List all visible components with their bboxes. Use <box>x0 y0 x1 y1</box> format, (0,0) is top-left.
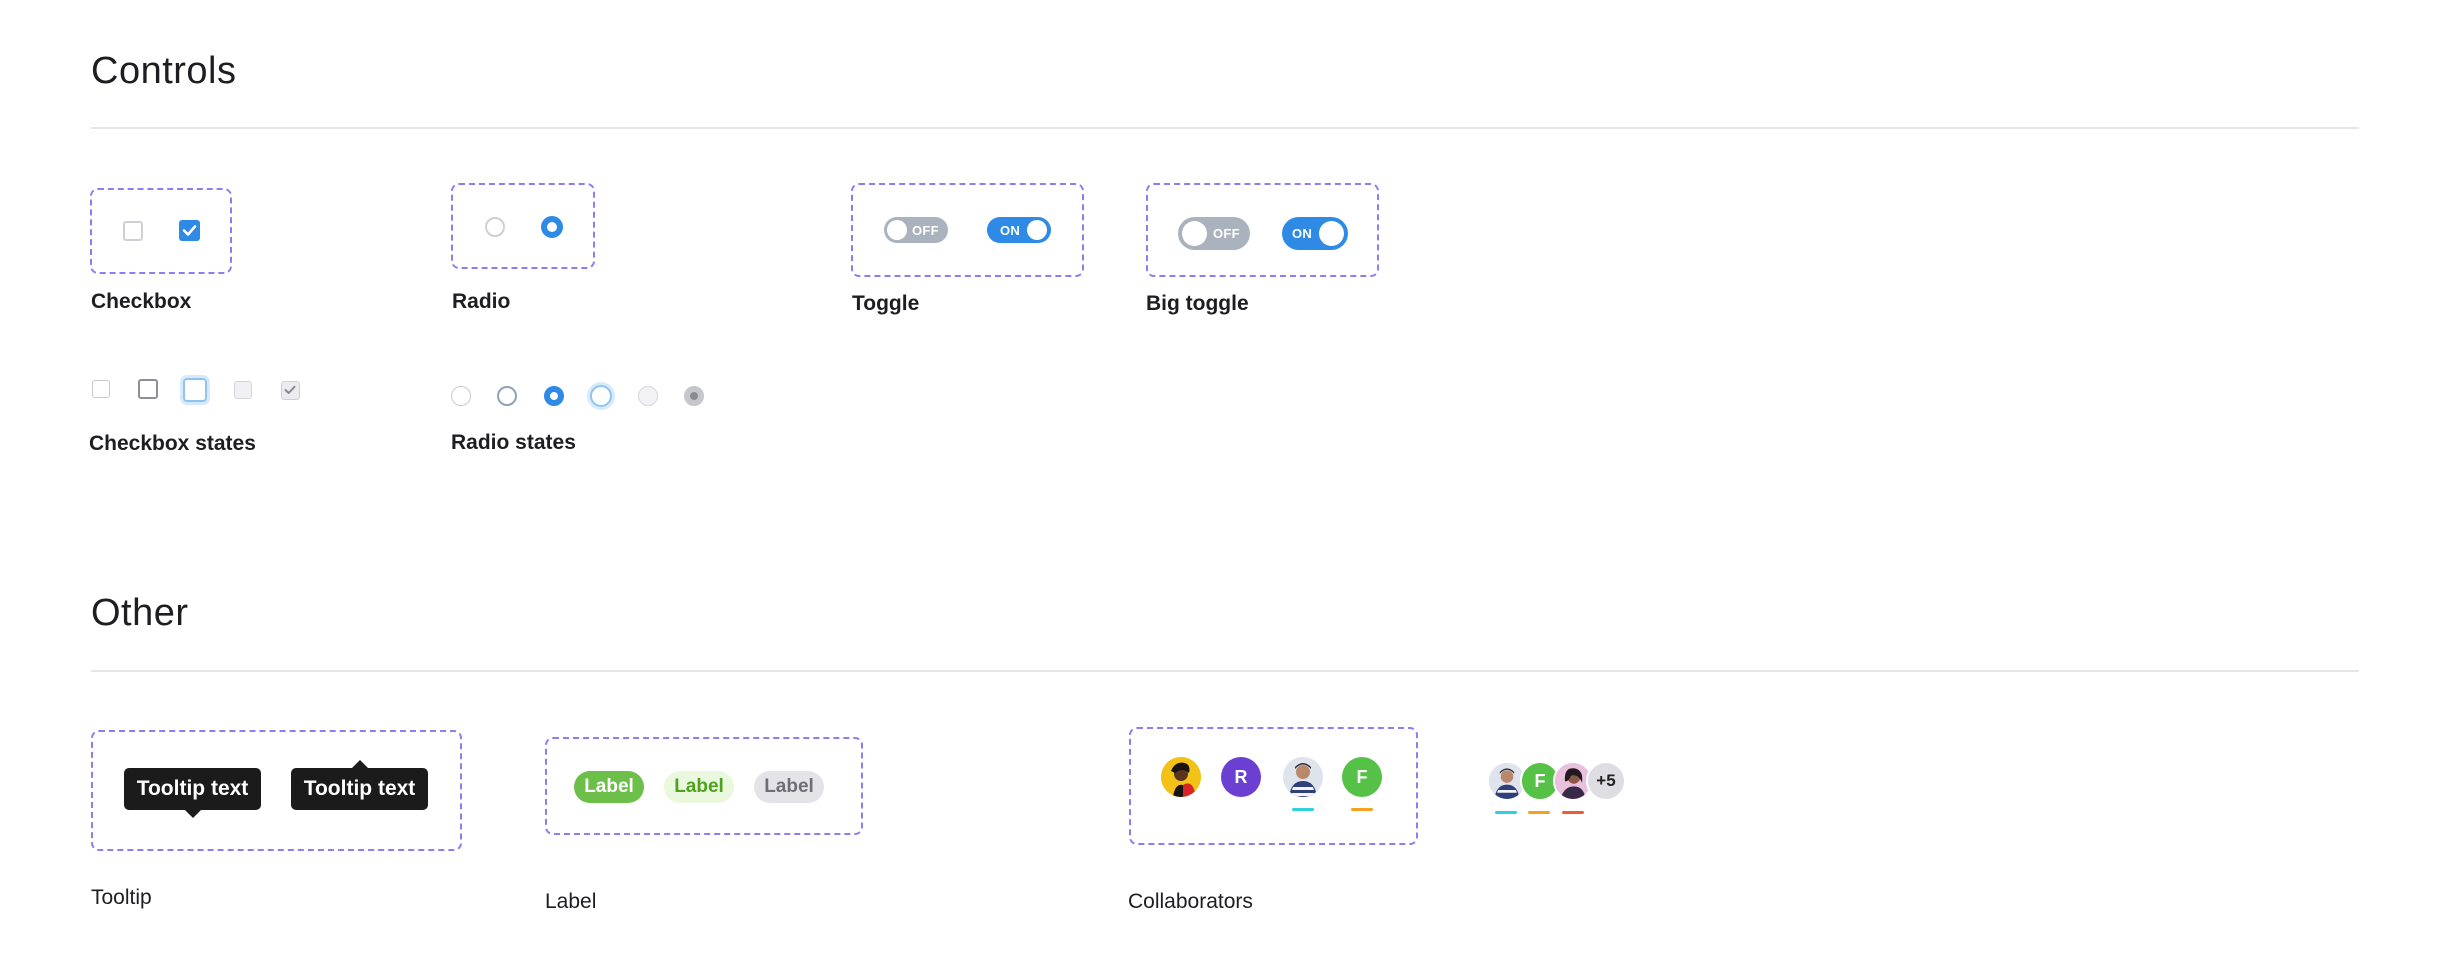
checkbox-state-disabled-checked <box>281 381 300 400</box>
person-photo-icon <box>1555 763 1591 799</box>
controls-title: Controls <box>91 50 237 92</box>
radio-selected[interactable] <box>541 216 563 238</box>
stacked-avatar-photo[interactable] <box>1553 761 1593 801</box>
checkbox-checked[interactable] <box>179 220 200 241</box>
radio-state-focus[interactable] <box>590 385 612 407</box>
collaborator-status-bar <box>1292 808 1314 811</box>
checkbox-state-focus[interactable] <box>183 378 207 402</box>
big-toggle-on-text: ON <box>1292 226 1313 241</box>
big-toggle-knob <box>1182 221 1207 246</box>
toggle-on-text: ON <box>1000 222 1021 238</box>
tooltip-text: Tooltip text <box>303 777 416 800</box>
other-divider <box>91 670 2359 672</box>
label-light-green: Label <box>664 771 734 803</box>
toggle-off[interactable]: OFF <box>884 217 948 243</box>
radio-states-caption: Radio states <box>451 431 576 454</box>
checkbox-state-default[interactable] <box>92 380 110 398</box>
collaborator-status-bar <box>1351 808 1373 811</box>
collaborator-avatar-r[interactable]: R <box>1221 757 1261 797</box>
big-toggle-caption: Big toggle <box>1146 292 1249 315</box>
big-toggle-off-text: OFF <box>1213 226 1240 241</box>
tooltip-top-arrow: Tooltip text <box>291 760 428 810</box>
checkbox-demo-frame <box>90 188 232 274</box>
person-photo-icon <box>1283 757 1323 797</box>
radio-demo-frame <box>451 183 595 269</box>
check-icon <box>182 225 197 236</box>
toggle-off-text: OFF <box>912 222 939 238</box>
radio-state-hover[interactable] <box>497 386 517 406</box>
toggle-demo-frame <box>851 183 1084 277</box>
big-toggle-off[interactable]: OFF <box>1178 217 1250 250</box>
collaborator-avatar-photo[interactable] <box>1161 757 1201 797</box>
tooltip-arrow <box>352 760 368 768</box>
collaborators-demo-frame <box>1129 727 1418 845</box>
label-gray: Label <box>754 771 824 803</box>
person-photo-icon <box>1161 757 1201 797</box>
big-toggle-knob <box>1319 221 1344 246</box>
checkbox-unchecked[interactable] <box>123 221 143 241</box>
radio-state-selected[interactable] <box>544 386 564 406</box>
checkbox-state-disabled <box>234 381 252 399</box>
big-toggle-demo-frame <box>1146 183 1379 277</box>
collaborator-avatar-photo[interactable] <box>1283 757 1323 797</box>
stacked-status-bar <box>1528 811 1550 814</box>
collaborators-caption: Collaborators <box>1128 890 1253 913</box>
toggle-knob <box>1027 220 1047 240</box>
stacked-status-bar <box>1562 811 1584 814</box>
checkbox-states-caption: Checkbox states <box>89 432 256 455</box>
big-toggle-on[interactable]: ON <box>1282 217 1348 250</box>
tooltip-bottom-arrow: Tooltip text <box>124 768 261 818</box>
stacked-avatar-more[interactable]: +5 <box>1586 761 1626 801</box>
tooltip-arrow <box>185 810 201 818</box>
radio-unselected[interactable] <box>485 217 505 237</box>
stacked-avatar-photo[interactable] <box>1487 761 1527 801</box>
person-photo-icon <box>1489 763 1525 799</box>
radio-caption: Radio <box>452 290 511 313</box>
toggle-caption: Toggle <box>852 292 920 315</box>
tooltip-caption: Tooltip <box>91 886 152 909</box>
other-title: Other <box>91 592 189 634</box>
collaborator-avatar-f[interactable]: F <box>1342 757 1382 797</box>
tooltip-demo-frame <box>91 730 462 851</box>
toggle-knob <box>887 220 907 240</box>
label-green: Label <box>574 771 644 803</box>
label-caption: Label <box>545 890 597 913</box>
toggle-on[interactable]: ON <box>987 217 1051 243</box>
checkbox-state-hover[interactable] <box>138 379 158 399</box>
checkbox-caption: Checkbox <box>91 290 192 313</box>
label-demo-frame <box>545 737 863 835</box>
controls-divider <box>91 127 2359 129</box>
stacked-status-bar <box>1495 811 1517 814</box>
radio-state-default[interactable] <box>451 386 471 406</box>
check-icon <box>284 385 296 394</box>
radio-state-disabled <box>638 386 658 406</box>
tooltip-text: Tooltip text <box>136 777 249 800</box>
radio-state-disabled-selected <box>684 386 704 406</box>
